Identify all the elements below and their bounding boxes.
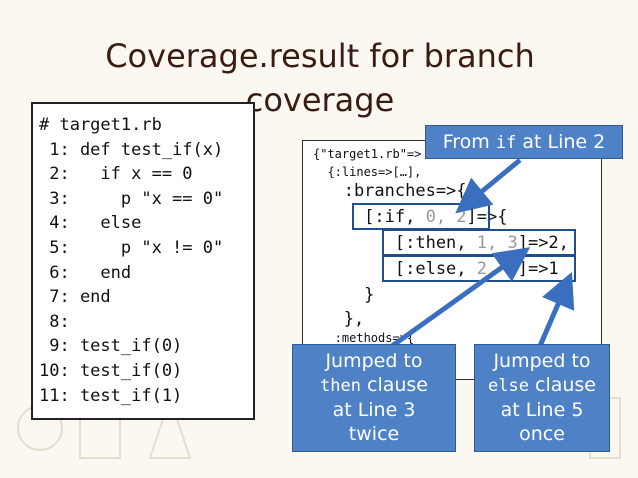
- code-line: 10: test_if(0): [39, 360, 183, 381]
- branch-then-key: [:then,: [313, 233, 477, 253]
- title-line-1: Coverage.result for branch: [105, 37, 535, 75]
- callout-code: else: [488, 376, 529, 396]
- callout-code: if: [495, 133, 517, 153]
- callout-text: From: [442, 131, 496, 153]
- code-line: 9: test_if(0): [39, 336, 183, 357]
- if-branch-highlight: [352, 203, 490, 230]
- code-line: 6: end: [39, 262, 132, 283]
- callout-line: Jumped to: [493, 350, 591, 372]
- callout-line: else clause: [475, 373, 609, 398]
- code-line: 8:: [39, 311, 70, 332]
- source-code-panel: # target1.rb 1: def test_if(x) 2: if x =…: [31, 102, 255, 420]
- else-branch-highlight: [382, 255, 576, 282]
- result-line-3: :branches=>{: [313, 181, 467, 201]
- result-line-1: {"target1.rb"=>: [313, 147, 422, 161]
- result-line-7: }: [313, 285, 375, 305]
- callout-text: clause: [528, 374, 596, 396]
- branch-then-count: ]=>2,: [517, 233, 569, 253]
- slide-title: Coverage.result for branch coverage: [40, 34, 600, 122]
- code-line: 4: else: [39, 213, 142, 234]
- callout-then: Jumped to then clause at Line 3 twice: [292, 344, 456, 452]
- code-line: 1: def test_if(x): [39, 139, 224, 160]
- result-line-4: [:if, 0, 2]=>{: [313, 207, 507, 227]
- callout-line: Jumped to: [325, 350, 423, 372]
- callout-text: at Line 2: [516, 131, 606, 153]
- callout-line: twice: [348, 423, 400, 445]
- branch-if-ids: 0, 2: [425, 207, 467, 227]
- code-line: 5: p "x != 0": [39, 237, 224, 258]
- code-line: 2: if x == 0: [39, 164, 193, 185]
- result-line-8: },: [313, 309, 365, 329]
- result-line-2: {:lines=>[…],: [313, 165, 422, 179]
- code-line: # target1.rb: [39, 115, 162, 135]
- callout-line: once: [519, 423, 565, 445]
- code-line: 11: test_if(1): [39, 385, 183, 406]
- title-line-2: coverage: [245, 81, 395, 119]
- then-branch-highlight: [382, 229, 576, 256]
- result-line-9: :methods=>{: [313, 331, 415, 345]
- callout-line: at Line 5: [500, 399, 584, 421]
- callout-else: Jumped to else clause at Line 5 once: [474, 344, 610, 452]
- callout-line: then clause: [293, 373, 455, 398]
- callout-line: at Line 3: [332, 399, 416, 421]
- callout-text: clause: [360, 374, 428, 396]
- branch-if-key: [:if,: [313, 207, 426, 227]
- callout-code: then: [320, 376, 361, 396]
- code-line: 3: p "x == 0": [39, 188, 224, 209]
- code-line: 7: end: [39, 287, 111, 308]
- callout-from-if: From if at Line 2: [425, 125, 623, 159]
